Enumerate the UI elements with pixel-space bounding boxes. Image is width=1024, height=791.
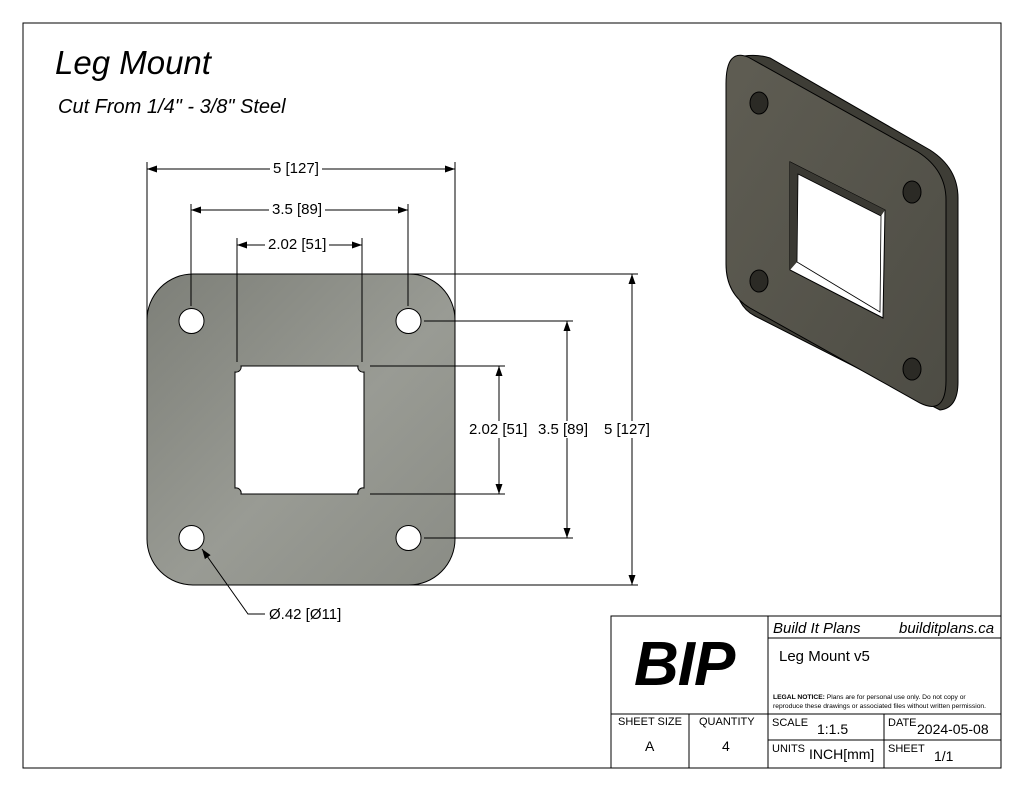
dim-overall-width: 5 [127] (270, 160, 322, 177)
legal-notice-text: Plans are for personal use only. Do not … (773, 694, 986, 710)
page-title: Leg Mount (55, 44, 211, 81)
plate-isometric-view (725, 54, 959, 411)
dim-opening-horizontal: 2.02 [51] (265, 236, 330, 253)
quantity-label: QUANTITY (699, 716, 755, 728)
dim-hole-diameter: Ø.42 [Ø11] (269, 606, 342, 623)
company-website: builditplans.ca (899, 620, 995, 637)
company-name: Build It Plans (773, 620, 861, 637)
sheet-border (22, 22, 1002, 769)
date-label: DATE (888, 717, 917, 729)
legal-notice-label: LEGAL NOTICE: (773, 694, 825, 701)
material-note: Cut From 1/4" - 3/8" Steel (58, 96, 286, 118)
sheet-size-value: A (645, 738, 655, 754)
bip-logo: BIP (634, 630, 735, 699)
part-name: Leg Mount v5 (779, 648, 870, 665)
dim-opening-vertical: 2.02 [51] (466, 421, 531, 438)
legal-notice: LEGAL NOTICE: Plans are for personal use… (773, 693, 995, 711)
title-block-grid (610, 615, 1002, 769)
sheet-size-label: SHEET SIZE (618, 716, 682, 728)
dim-hole-spacing-horizontal: 3.5 [89] (269, 201, 326, 218)
dim-overall-height: 5 [127] (601, 421, 653, 438)
quantity-value: 4 (722, 738, 730, 754)
units-label: UNITS (772, 743, 805, 755)
scale-value: 1:1.5 (817, 721, 849, 737)
sheet-label: SHEET (888, 743, 925, 755)
date-value: 2024-05-08 (917, 721, 989, 737)
sheet-value: 1/1 (934, 748, 954, 764)
plate-front-view (146, 273, 456, 586)
dim-hole-spacing-vertical: 3.5 [89] (535, 421, 592, 438)
units-value: INCH[mm] (809, 746, 875, 762)
scale-label: SCALE (772, 717, 809, 729)
